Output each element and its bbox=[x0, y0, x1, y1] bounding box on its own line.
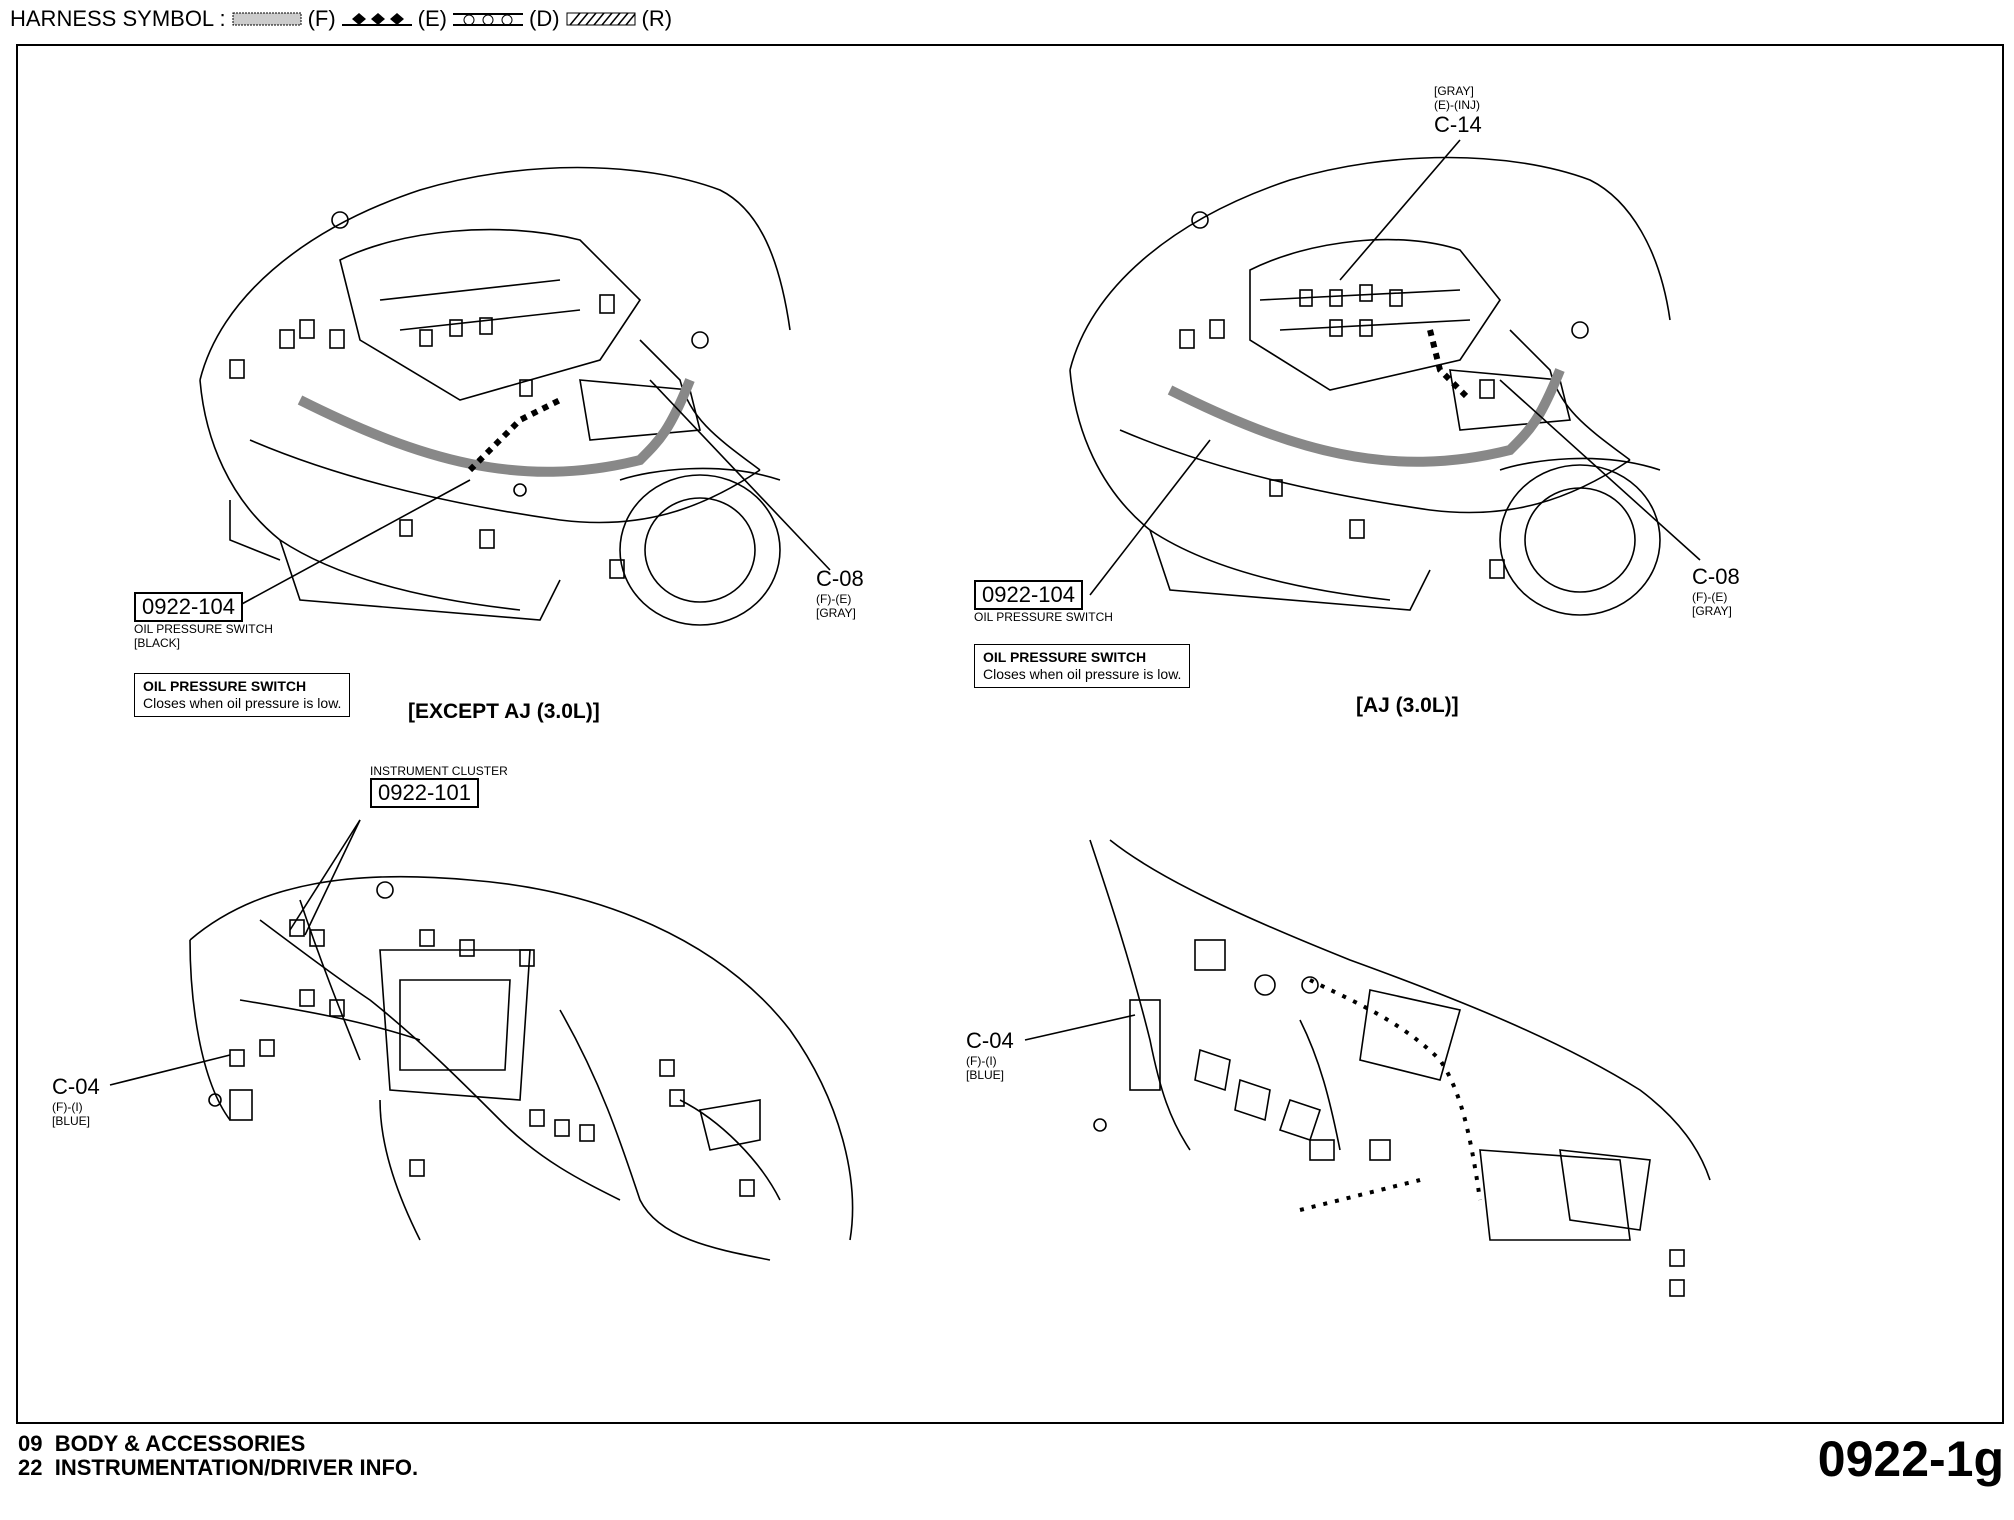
footer-text-2: INSTRUMENTATION/DRIVER INFO. bbox=[54, 1455, 419, 1480]
footer-line-1: 09 BODY & ACCESSORIES bbox=[18, 1432, 418, 1456]
symbol-d-icon bbox=[453, 13, 523, 26]
c08-code: (F)-(E) bbox=[816, 592, 852, 606]
page-number: 0922-1g bbox=[1817, 1431, 2004, 1487]
leader-c04-left bbox=[109, 1054, 231, 1086]
c08-label: C-08 bbox=[1692, 564, 1740, 589]
note-title: OIL PRESSURE SWITCH bbox=[983, 649, 1147, 665]
connector-id-box: 0922-104 bbox=[974, 580, 1083, 610]
connector-0922-104-right: 0922-104 OIL PRESSURE SWITCH bbox=[974, 580, 1113, 624]
leader-c04-right bbox=[1024, 1014, 1136, 1041]
c08-color: [GRAY] bbox=[1692, 604, 1732, 618]
connector-0922-101: INSTRUMENT CLUSTER 0922-101 bbox=[370, 764, 508, 808]
leader-c08-right bbox=[1499, 379, 1701, 561]
c04-label: C-04 bbox=[966, 1028, 1014, 1053]
c04-code: (F)-(I) bbox=[52, 1100, 83, 1114]
leader-0922-104-left bbox=[239, 479, 471, 606]
connector-name: OIL PRESSURE SWITCH bbox=[134, 622, 273, 636]
leader-c14 bbox=[1339, 139, 1461, 281]
legend-code-f: (F) bbox=[307, 6, 336, 31]
legend-code-e: (E) bbox=[417, 6, 447, 31]
note-title: OIL PRESSURE SWITCH bbox=[143, 678, 307, 694]
footer-line-2: 22 INSTRUMENTATION/DRIVER INFO. bbox=[18, 1456, 418, 1480]
c08-color: [GRAY] bbox=[816, 606, 856, 620]
connector-id-box: 0922-104 bbox=[134, 592, 243, 622]
connector-c04-left: C-04 (F)-(I) [BLUE] bbox=[52, 1074, 100, 1128]
connector-c08-right: C-08 (F)-(E) [GRAY] bbox=[1692, 564, 1740, 618]
dashboard-left-drawing bbox=[189, 875, 854, 1261]
harness-symbol-legend: HARNESS SYMBOL : (F) (E) (D) (R) bbox=[10, 6, 672, 32]
legend-code-d: (D) bbox=[529, 6, 560, 31]
legend-code-r: (R) bbox=[641, 6, 673, 31]
c04-color: [BLUE] bbox=[52, 1114, 91, 1128]
connector-id-box: 0922-101 bbox=[370, 778, 479, 808]
c08-code: (F)-(E) bbox=[1692, 590, 1728, 604]
connector-color: [BLACK] bbox=[134, 636, 181, 650]
connector-name: OIL PRESSURE SWITCH bbox=[974, 610, 1113, 624]
section-footer: 09 BODY & ACCESSORIES 22 INSTRUMENTATION… bbox=[18, 1432, 418, 1480]
c04-color: [BLUE] bbox=[966, 1068, 1005, 1082]
c14-color: [GRAY] bbox=[1434, 84, 1474, 98]
note-text: Closes when oil pressure is low. bbox=[983, 666, 1182, 682]
c04-code: (F)-(I) bbox=[966, 1054, 997, 1068]
legend-title: HARNESS SYMBOL : bbox=[10, 6, 226, 31]
diagram-frame bbox=[16, 44, 2004, 1424]
c04-label: C-04 bbox=[52, 1074, 100, 1099]
cluster-name: INSTRUMENT CLUSTER bbox=[370, 764, 508, 778]
dashboard-right-drawing bbox=[1089, 839, 1711, 1297]
c14-label: C-14 bbox=[1434, 112, 1482, 137]
leader-c08-left bbox=[649, 379, 831, 571]
connector-c14: [GRAY] (E)-(INJ) C-14 bbox=[1434, 84, 1482, 138]
oil-pressure-note-right: OIL PRESSURE SWITCH Closes when oil pres… bbox=[974, 644, 1191, 688]
note-text: Closes when oil pressure is low. bbox=[143, 695, 342, 711]
caption-except-aj: [EXCEPT AJ (3.0L)] bbox=[408, 700, 600, 723]
c08-label: C-08 bbox=[816, 566, 864, 591]
footer-text-1: BODY & ACCESSORIES bbox=[54, 1431, 306, 1456]
symbol-r-icon bbox=[566, 12, 636, 26]
leader-0922-101-b bbox=[304, 819, 361, 936]
connector-c08-left: C-08 (F)-(E) [GRAY] bbox=[816, 566, 864, 620]
caption-aj: [AJ (3.0L)] bbox=[1356, 694, 1459, 717]
leader-0922-104-right bbox=[1089, 439, 1211, 596]
footer-num-2: 22 bbox=[18, 1455, 43, 1480]
c14-code: (E)-(INJ) bbox=[1434, 98, 1480, 112]
engine-bay-except-aj-drawing bbox=[199, 166, 791, 626]
symbol-f-icon bbox=[232, 12, 302, 26]
engine-bay-aj-drawing bbox=[1069, 156, 1671, 616]
oil-pressure-note-left: OIL PRESSURE SWITCH Closes when oil pres… bbox=[134, 673, 351, 717]
connector-c04-right: C-04 (F)-(I) [BLUE] bbox=[966, 1028, 1014, 1082]
leader-0922-101-a bbox=[289, 819, 361, 931]
symbol-e-icon bbox=[341, 13, 412, 26]
footer-num-1: 09 bbox=[18, 1431, 43, 1456]
connector-0922-104-left: 0922-104 OIL PRESSURE SWITCH [BLACK] bbox=[134, 592, 273, 650]
